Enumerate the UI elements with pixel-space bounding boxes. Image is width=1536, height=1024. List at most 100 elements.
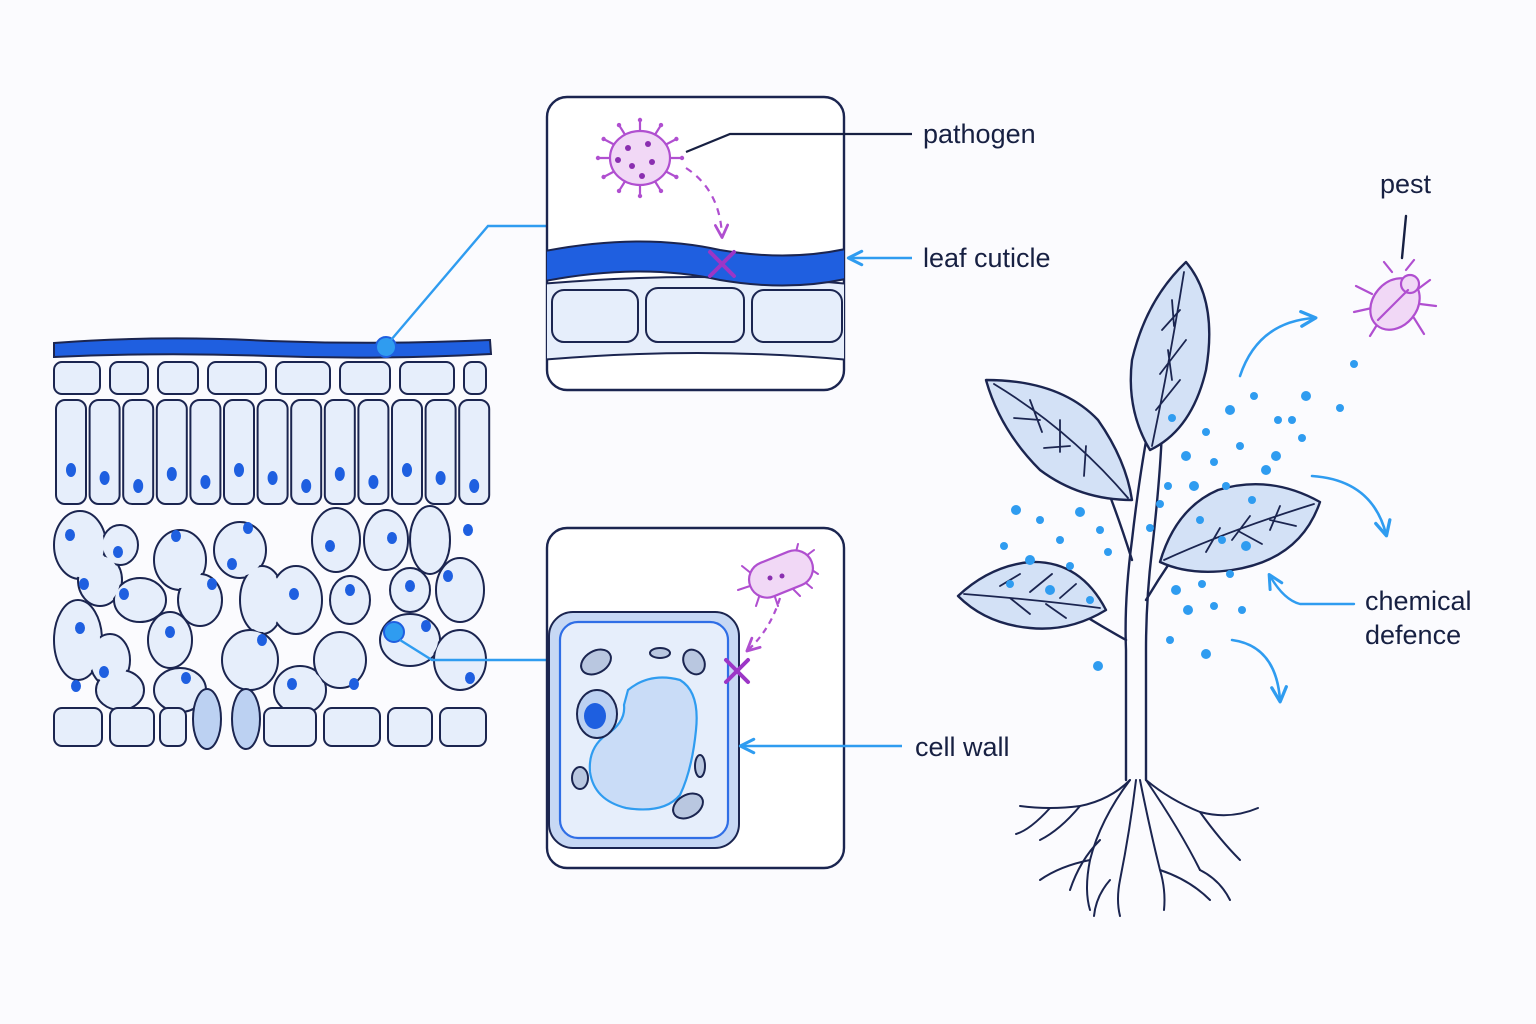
chemical-particle: [1056, 536, 1064, 544]
chemical-particle: [1096, 526, 1104, 534]
spongy-nucleus: [227, 558, 237, 570]
spongy-cell-fill: [316, 634, 364, 686]
palisade-cell: [189, 399, 222, 505]
block-x-icon: [724, 658, 750, 684]
spongy-cell-fill: [242, 568, 282, 632]
chemical-particle: [1298, 434, 1306, 442]
chemical-particle: [1036, 516, 1044, 524]
spongy-nucleus: [421, 620, 431, 632]
chemical-particle: [1236, 442, 1244, 450]
chloroplast: [672, 792, 704, 820]
chemical-particle: [1066, 562, 1074, 570]
spongy-cell-fill: [156, 670, 204, 710]
chemical-particle: [1210, 602, 1218, 610]
plant-icon: [956, 260, 1322, 917]
spongy-nucleus: [165, 626, 175, 638]
label-pathogen: pathogen: [923, 119, 1036, 149]
spongy-nucleus: [243, 522, 253, 534]
palisade-nucleus: [66, 463, 76, 477]
spongy-cell-fill: [116, 580, 164, 620]
epidermis-cell: [207, 361, 267, 395]
spongy-nucleus: [171, 530, 181, 542]
chemical-arrow-right: [1310, 474, 1392, 538]
label-chemical-defence-line2: defence: [1365, 620, 1462, 650]
epidermis-cell: [275, 361, 331, 395]
chemical-particle: [1248, 496, 1256, 504]
root: [1139, 779, 1166, 911]
spongy-cell-fill: [366, 512, 406, 568]
spongy-nucleus: [443, 570, 453, 582]
spongy-cell-fill: [150, 614, 190, 666]
chloroplasts: [571, 647, 706, 820]
palisade-cell: [122, 399, 155, 505]
chemical-particle: [1198, 580, 1206, 588]
chemical-particle: [1210, 458, 1218, 466]
chemical-particle: [1218, 536, 1226, 544]
connector-line-cell: [399, 638, 548, 662]
chloroplast: [571, 766, 589, 790]
cell-wall-inset: [545, 526, 846, 870]
spongy-cell-fill: [56, 602, 100, 678]
palisade-layer: [55, 399, 491, 505]
palisade-nucleus: [368, 475, 379, 489]
chemical-particle: [1288, 416, 1296, 424]
spongy-nucleus: [289, 588, 299, 600]
chloroplast: [580, 648, 612, 676]
chemical-particle: [1168, 414, 1176, 422]
chemical-particle: [1011, 505, 1021, 515]
bacterium-attack-arrow: [745, 597, 782, 653]
palisade-nucleus: [267, 471, 278, 485]
chemical-particle: [1000, 542, 1008, 550]
chemical-particle: [1086, 596, 1094, 604]
chemical-particle: [1241, 541, 1251, 551]
spongy-cell-fill: [412, 508, 448, 572]
spongy-cell-fill: [272, 568, 320, 632]
root: [1199, 811, 1241, 861]
epidermis-cell: [463, 361, 487, 395]
epidermis-cell: [53, 361, 101, 395]
cuticle-inset: [545, 95, 846, 392]
chemical-particle: [1075, 507, 1085, 517]
spongy-cell-fill: [276, 668, 324, 712]
spongy-cell-fill: [224, 632, 276, 688]
spongy-nucleus: [113, 546, 123, 558]
chemical-defence-arrow: [1267, 573, 1356, 606]
spongy-mesophyll: [53, 505, 487, 715]
chemical-particle: [1146, 524, 1154, 532]
epidermis-cell: [323, 707, 381, 747]
pest-icon: [1352, 258, 1438, 338]
chemical-particles: [1000, 360, 1358, 671]
pathogen-spike-tip: [679, 155, 685, 161]
spongy-cell-fill: [314, 510, 358, 570]
bacterium-icon: [737, 543, 819, 607]
palisade-nucleus: [99, 471, 110, 485]
epidermis-cell: [399, 361, 455, 395]
chloroplast: [694, 754, 706, 778]
epidermis-cell: [53, 707, 103, 747]
palisade-nucleus: [234, 463, 244, 477]
chemical-particle: [1274, 416, 1282, 424]
spongy-nucleus: [71, 680, 81, 692]
chemical-particle: [1025, 555, 1035, 565]
epidermis-cell: [159, 707, 187, 747]
chemical-particle: [1156, 500, 1164, 508]
palisade-cell: [88, 399, 121, 505]
root: [1039, 859, 1091, 881]
root: [1086, 779, 1131, 911]
pathogen-spike-tip: [637, 117, 643, 123]
leaf-cross-section: [53, 337, 493, 750]
spongy-nucleus: [345, 584, 355, 596]
chemical-particle: [1238, 606, 1246, 614]
leaf-left-lower: [956, 560, 1108, 630]
spongy-nucleus: [207, 578, 217, 590]
pathogen-spike-tip: [658, 188, 664, 194]
label-pest: pest: [1380, 169, 1432, 199]
label-cell-wall: cell wall: [915, 732, 1010, 762]
palisade-cell: [424, 399, 457, 505]
chemical-particle: [1093, 661, 1103, 671]
guard-cell-left: [192, 688, 222, 750]
root: [1145, 779, 1201, 871]
spongy-nucleus: [75, 622, 85, 634]
